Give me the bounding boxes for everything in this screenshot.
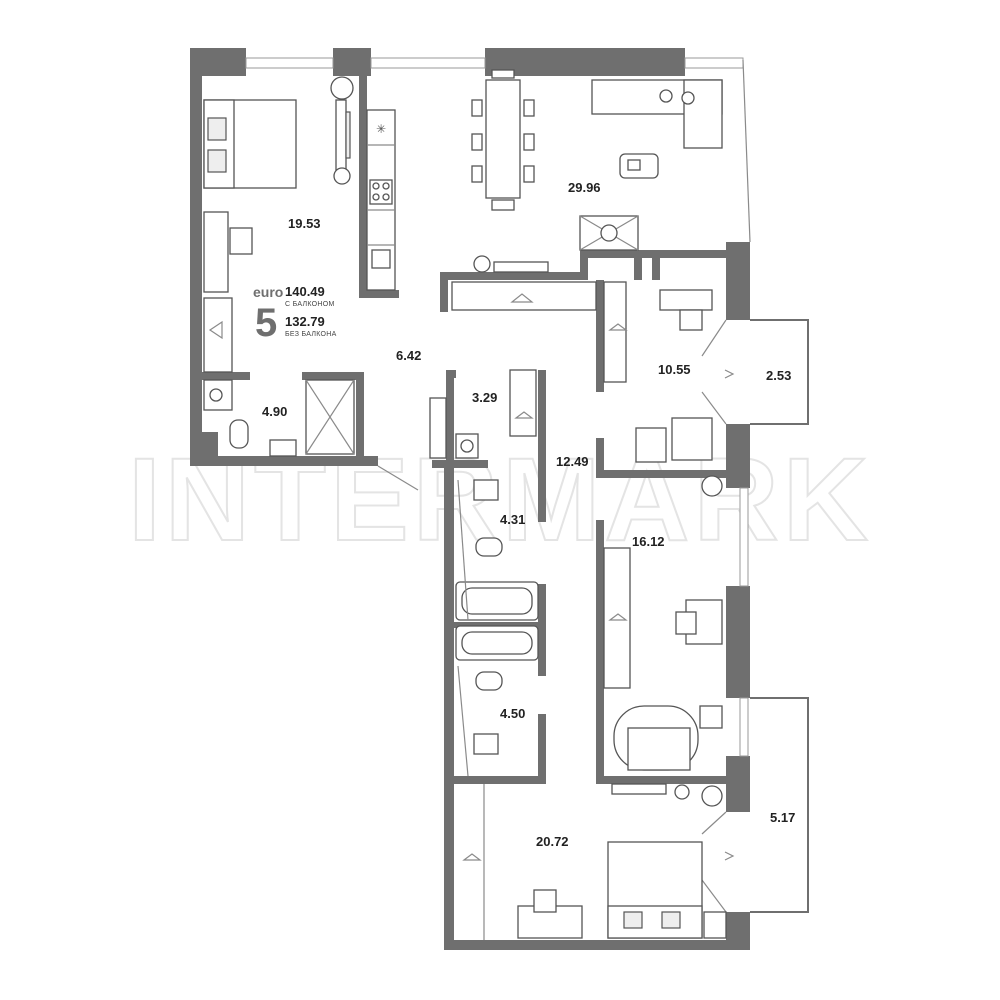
room-labels: 19.53 29.96 6.42 4.90 3.29 10.55 2.53 12… — [262, 180, 795, 849]
windows — [245, 57, 751, 757]
kitchen-counter: ✳ — [366, 109, 396, 291]
tv-stand-top-left — [335, 99, 351, 171]
room-area-bedroom-top-left: 19.53 — [288, 216, 321, 231]
currency-label: euro — [253, 284, 283, 300]
room-area-corridor: 12.49 — [556, 454, 589, 469]
door-lines — [377, 319, 735, 913]
bathroom-4-31-fixtures — [455, 479, 539, 621]
interior-walls — [202, 76, 726, 784]
svg-text:✳: ✳ — [376, 122, 386, 136]
bathroom-4-90-fixtures — [203, 379, 355, 457]
apartment-info: euro 5 140.49 С БАЛКОНОМ 132.79 БЕЗ БАЛК… — [253, 284, 337, 345]
bedroom-20-72-furniture — [462, 784, 727, 940]
area-with-balcony: 140.49 — [285, 284, 325, 299]
desk-top-left — [203, 211, 253, 373]
exterior-walls — [190, 48, 750, 950]
room-area-hallway: 6.42 — [396, 348, 421, 363]
bedroom-16-12-furniture — [603, 547, 723, 807]
room-area-bathroom-bottom: 4.50 — [500, 706, 525, 721]
room-area-bathroom-top-left: 4.90 — [262, 404, 287, 419]
room-area-bedroom-bottom: 20.72 — [536, 834, 569, 849]
without-balcony-label: БЕЗ БАЛКОНА — [285, 331, 337, 338]
room-area-bedroom-right: 16.12 — [632, 534, 665, 549]
bathroom-4-50-fixtures — [455, 625, 539, 777]
with-balcony-label: С БАЛКОНОМ — [285, 301, 335, 308]
laundry-fixtures — [429, 369, 537, 459]
sofa-living — [591, 79, 723, 149]
rooms-count: 5 — [255, 301, 277, 345]
bed-top-left — [203, 99, 297, 189]
bedroom-10-55-furniture — [603, 281, 723, 497]
room-area-living: 29.96 — [568, 180, 601, 195]
room-area-laundry: 3.29 — [472, 390, 497, 405]
room-area-balcony-small: 2.53 — [766, 368, 791, 383]
area-without-balcony: 132.79 — [285, 314, 325, 329]
dining-table — [471, 69, 535, 211]
hall-closet — [451, 281, 597, 311]
room-area-bathroom-middle: 4.31 — [500, 512, 525, 527]
tv-unit-living — [579, 215, 639, 251]
coffee-table — [619, 153, 659, 179]
plant-icon — [330, 76, 354, 185]
room-area-balcony-large: 5.17 — [770, 810, 795, 825]
tv-stand-hall — [473, 255, 549, 273]
room-area-bedroom-mid-right: 10.55 — [658, 362, 691, 377]
balcony-small-outline — [750, 319, 809, 425]
balcony-large-outline — [750, 697, 809, 913]
